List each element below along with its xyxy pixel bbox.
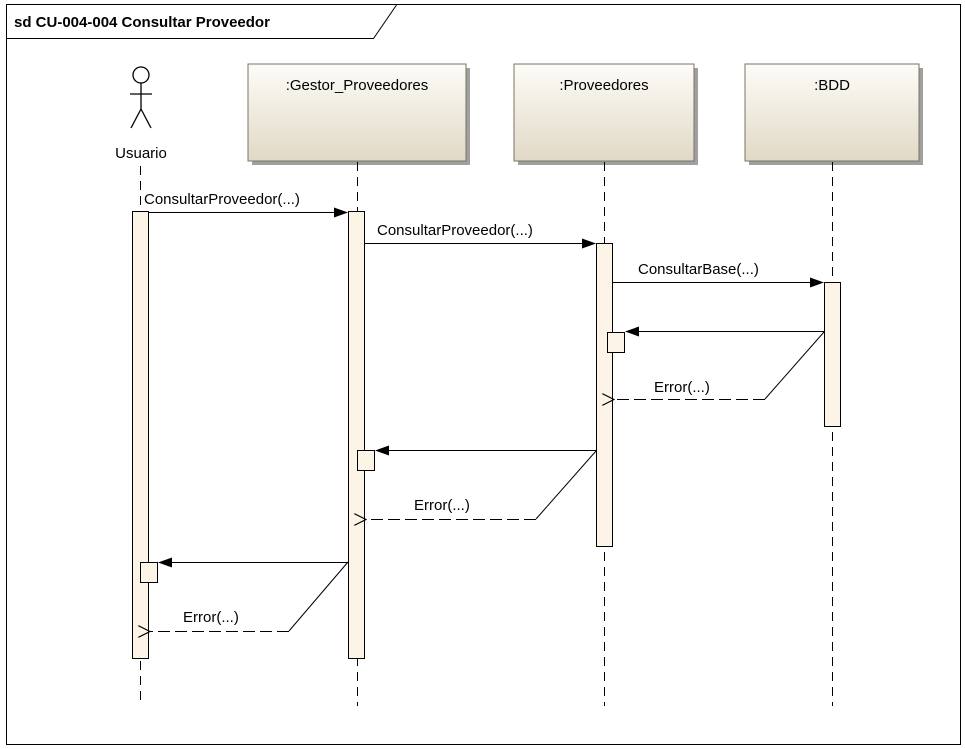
interaction-frame: sd CU-004-004 Consultar Proveedor [6, 4, 961, 745]
frame-title: sd CU-004-004 Consultar Proveedor [14, 14, 270, 31]
message-error-proveedores: Error(...) [366, 450, 597, 520]
message-error-bdd: Error(...) [614, 331, 825, 400]
message-consultar-base: ConsultarBase(...) [613, 261, 824, 288]
activation-proveedores [596, 243, 613, 547]
lifeline-head-gestor-proveedores: :Gestor_Proveedores [247, 63, 470, 165]
lifeline-label: :Gestor_Proveedores [286, 77, 429, 94]
actor-stick-figure-icon [130, 66, 152, 129]
message-label: Error(...) [183, 609, 239, 626]
actor-usuario: Usuario [115, 66, 167, 162]
focus-box-usuario [140, 562, 158, 583]
activation-bars [132, 211, 841, 659]
activation-usuario [132, 211, 149, 659]
activation-gestor-proveedores [348, 211, 365, 659]
message-label: ConsultarProveedor(...) [377, 222, 533, 239]
message-error-gestor: Error(...) [150, 561, 349, 632]
lifeline-head-proveedores: :Proveedores [513, 63, 698, 165]
message-consultar-proveedor-1: ConsultarProveedor(...) [144, 191, 348, 218]
activation-bdd [824, 282, 841, 427]
actor-label: Usuario [115, 145, 167, 162]
message-label: ConsultarBase(...) [638, 261, 759, 278]
message-label: Error(...) [414, 497, 470, 514]
message-consultar-proveedor-2: ConsultarProveedor(...) [365, 222, 596, 249]
lifeline-label: :Proveedores [559, 77, 648, 94]
focus-box-proveedores [607, 332, 625, 353]
lifeline-label: :BDD [814, 77, 850, 94]
message-label: Error(...) [654, 379, 710, 396]
signal-arrows [158, 326, 824, 568]
lifeline-head-bdd: :BDD [744, 63, 923, 165]
return-focus-boxes [140, 332, 625, 583]
message-label: ConsultarProveedor(...) [144, 191, 300, 208]
focus-box-gestor-proveedores [357, 450, 375, 471]
